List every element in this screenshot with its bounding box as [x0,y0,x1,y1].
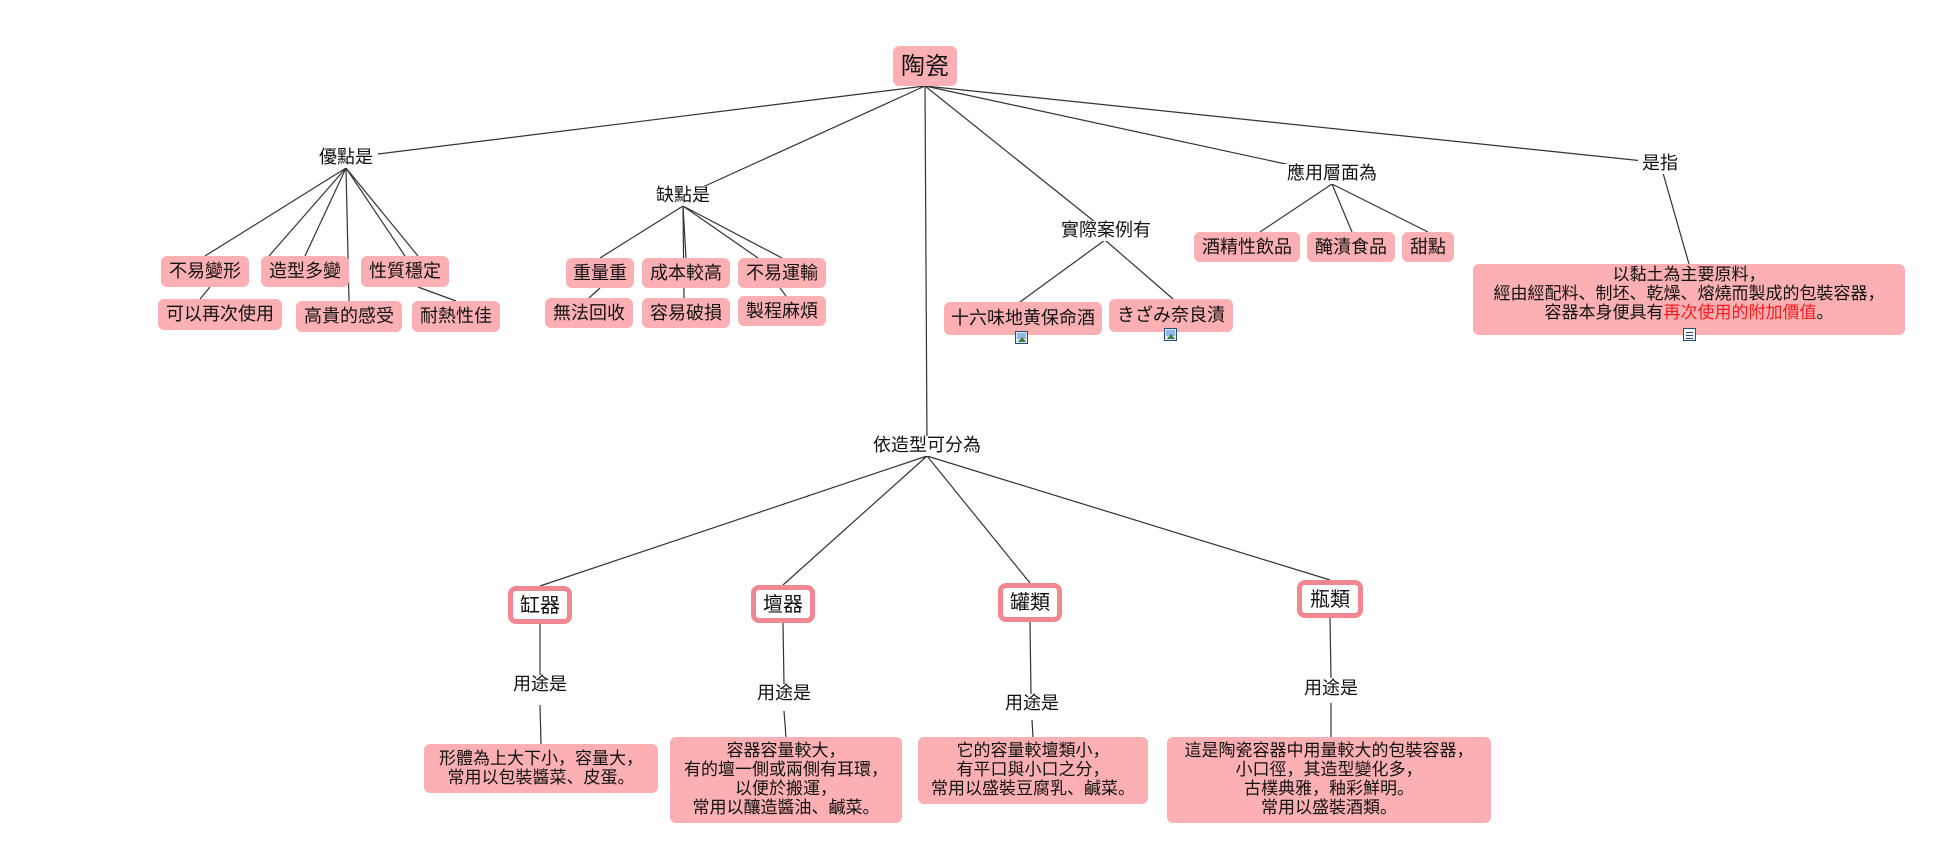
concept-use-description[interactable]: 形體為上大下小，容量大， 常用以包裝醬菜、皮蛋。 [424,744,658,793]
description-line: 常用以包裝醬菜、皮蛋。 [447,767,635,788]
description-line: 有平口與小口之分， [956,760,1110,780]
concept-disadvantage[interactable]: 成本較高 [642,258,730,288]
description-line: 常用以釀造醬油、鹹菜。 [692,798,880,818]
image-icon[interactable] [1164,328,1177,341]
description-line: 常用以盛裝豆腐乳、鹹菜。 [931,779,1135,799]
concept-definition[interactable]: 以黏土為主要原料， 經由經配料、制坯、乾燥、熔燒而製成的包裝容器， 容器本身便具… [1473,264,1905,335]
description-line: 有的壇一側或兩側有耳環， [684,760,888,780]
description-line: 小口徑，其造型變化多， [1235,760,1423,780]
category-jar[interactable]: 缸器 [508,586,572,624]
definition-highlight: 再次使用的附加價值 [1663,303,1817,323]
concept-application[interactable]: 甜點 [1402,232,1454,262]
concept-application[interactable]: 醃漬食品 [1307,232,1395,262]
link-use[interactable]: 用途是 [1003,693,1061,714]
description-line: 以便於搬運， [735,779,837,799]
description-line: 這是陶瓷容器中用量較大的包裝容器， [1184,741,1474,761]
definition-suffix: 。 [1816,303,1834,323]
concept-use-description[interactable]: 容器容量較大， 有的壇一側或兩側有耳環， 以便於搬運， 常用以釀造醬油、鹹菜。 [670,737,902,823]
link-applications[interactable]: 應用層面為 [1284,164,1380,184]
link-use[interactable]: 用途是 [1302,678,1360,699]
category-urn[interactable]: 壇器 [751,585,815,623]
category-pot[interactable]: 罐類 [998,583,1062,622]
root-concept[interactable]: 陶瓷 [893,46,957,86]
concept-advantage[interactable]: 高貴的感受 [296,301,402,332]
concept-disadvantage[interactable]: 容易破損 [642,298,730,328]
link-use[interactable]: 用途是 [755,683,813,704]
link-examples[interactable]: 實際案例有 [1058,221,1154,241]
definition-line: 經由經配料、制坯、乾燥、熔燒而製成的包裝容器， [1493,284,1885,304]
link-by-shape[interactable]: 依造型可分為 [869,436,985,456]
link-advantages[interactable]: 優點是 [314,148,378,168]
concept-advantage[interactable]: 不易變形 [161,256,249,287]
image-icon[interactable] [1015,331,1028,344]
concept-advantage[interactable]: 耐熱性佳 [412,301,500,332]
concept-use-description[interactable]: 它的容量較壇類小， 有平口與小口之分， 常用以盛裝豆腐乳、鹹菜。 [918,737,1148,804]
definition-line: 以黏土為主要原料， [1612,265,1766,285]
concept-example[interactable]: 十六味地黄保命酒 [944,302,1102,335]
category-bottle[interactable]: 瓶類 [1297,580,1363,618]
concept-advantage[interactable]: 可以再次使用 [158,299,282,330]
description-line: 容器容量較大， [726,741,846,761]
link-definition[interactable]: 是指 [1638,154,1682,174]
concept-disadvantage[interactable]: 製程麻煩 [738,296,826,326]
link-use[interactable]: 用途是 [511,674,569,695]
description-line: 古樸典雅，釉彩鮮明。 [1244,779,1414,799]
concept-advantage[interactable]: 造型多變 [261,256,349,287]
concept-example[interactable]: きざみ奈良漬 [1109,299,1233,332]
concept-disadvantage[interactable]: 重量重 [566,258,634,288]
concept-advantage[interactable]: 性質穩定 [361,256,449,287]
link-disadvantages[interactable]: 缺點是 [651,186,715,206]
concept-application[interactable]: 酒精性飲品 [1194,232,1300,262]
definition-line: 容器本身便具有再次使用的附加價值。 [1545,304,1834,323]
definition-prefix: 容器本身便具有 [1544,303,1664,323]
concept-disadvantage[interactable]: 不易運輸 [738,258,826,288]
concept-use-description[interactable]: 這是陶瓷容器中用量較大的包裝容器， 小口徑，其造型變化多， 古樸典雅，釉彩鮮明。… [1167,737,1491,823]
concept-disadvantage[interactable]: 無法回收 [545,298,633,328]
description-line: 形體為上大下小，容量大， [439,748,643,769]
note-icon[interactable] [1683,328,1696,341]
description-line: 常用以盛裝酒類。 [1261,798,1397,818]
description-line: 它的容量較壇類小， [956,741,1110,761]
